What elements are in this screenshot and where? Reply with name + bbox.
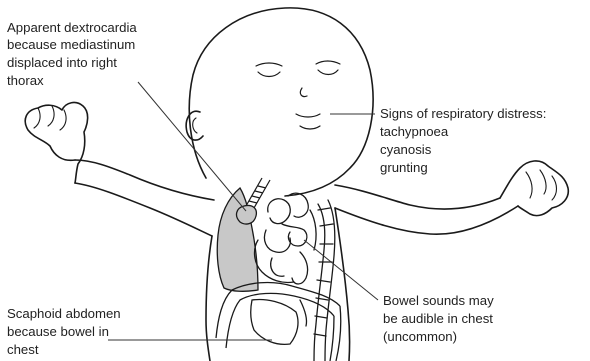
bowel-sounds-line-3: (uncommon): [383, 329, 457, 344]
nose: [300, 88, 307, 97]
dextrocardia-line-3: displaced into right: [7, 55, 117, 70]
dextrocardia-line-4: thorax: [7, 73, 44, 88]
respiratory-line-1: Signs of respiratory distress:: [380, 106, 546, 121]
scaphoid-line-2: because bowel in: [7, 324, 109, 339]
torso-right-side: [335, 208, 350, 361]
diaphragm-icon: [216, 283, 341, 361]
trachea: [246, 178, 270, 208]
scaphoid-line-1: Scaphoid abdomen: [7, 306, 121, 321]
right-arm-lower: [335, 206, 518, 234]
bowel-sounds-label: Bowel sounds may be audible in chest (un…: [383, 293, 497, 344]
dextrocardia-label: Apparent dextrocardia because mediastinu…: [7, 20, 140, 88]
scaphoid-label: Scaphoid abdomen because bowel in chest: [7, 306, 124, 357]
right-fist: [500, 161, 568, 216]
right-eye-lid: [316, 61, 340, 64]
respiratory-line-3: cyanosis: [380, 142, 432, 157]
dextrocardia-line-2: because mediastinum: [7, 37, 135, 52]
bowel-sounds-line-1: Bowel sounds may: [383, 293, 494, 308]
right-eye: [318, 70, 338, 75]
left-arm-lower: [75, 183, 212, 236]
dextrocardia-leader: [138, 82, 246, 211]
face: [256, 61, 340, 129]
right-fist-fingers: [526, 170, 557, 200]
chin: [300, 126, 320, 129]
torso-left-side: [206, 236, 212, 361]
left-ear-inner: [193, 118, 197, 133]
dextrocardia-line-1: Apparent dextrocardia: [7, 20, 137, 35]
left-arm-upper: [75, 160, 214, 200]
left-ear: [186, 111, 203, 140]
scaphoid-line-3: chest: [7, 342, 39, 357]
liver: [251, 300, 298, 345]
left-eye-lid: [256, 63, 282, 66]
bowel-sounds-line-2: be audible in chest: [383, 311, 493, 326]
mouth: [296, 114, 320, 117]
right-shoulder: [335, 185, 500, 209]
head-outline: [189, 8, 373, 196]
respiratory-line-4: grunting: [380, 160, 428, 175]
heart-icon: [237, 205, 257, 224]
respiratory-line-2: tachypnoea: [380, 124, 449, 139]
left-eye: [258, 72, 280, 77]
left-fist: [25, 103, 87, 183]
right-lung-icon: [217, 188, 258, 291]
